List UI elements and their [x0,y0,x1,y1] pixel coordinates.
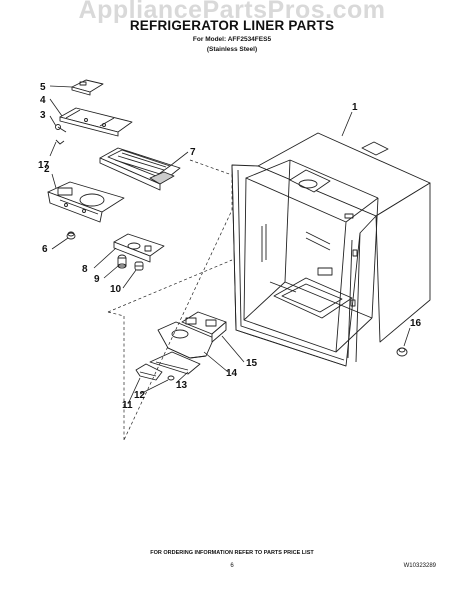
leader-lines [49,85,411,405]
part-16-screw [396,347,408,357]
part-15-bracket [181,311,227,343]
callout-14: 14 [226,368,238,379]
page-title: REFRIGERATOR LINER PARTS [129,18,335,33]
callout-11: 11 [122,400,133,411]
document-number: W10323289 [403,563,436,569]
liner-part-1 [231,132,431,367]
callout-7: 7 [190,147,196,158]
callout-6: 6 [42,244,48,255]
ordering-note: FOR ORDERING INFORMATION REFER TO PARTS … [150,550,314,556]
callout-4: 4 [40,95,46,106]
part-3-clip [55,124,67,133]
part-8-bracket [113,233,165,263]
callout-3: 3 [40,110,46,121]
callout-numbers: 1 2 3 4 5 6 7 8 9 10 11 12 13 14 15 16 1… [38,82,422,411]
callout-1: 1 [352,102,358,113]
callout-17: 17 [38,160,50,171]
part-2-housing [47,181,125,223]
callout-2: 2 [44,164,50,175]
part-17-hook [55,139,65,145]
part-9-connector [117,254,127,269]
part-5-bracket [71,79,104,96]
callout-10: 10 [110,284,122,295]
assembly-dashed-outline [123,159,233,441]
callout-13: 13 [176,380,188,391]
variant-label: (Stainless Steel) [206,46,258,53]
callout-12: 12 [134,390,146,401]
watermark: AppliancePartsPros.com [78,0,386,24]
part-10-fitting [134,261,144,271]
callout-8: 8 [82,264,88,275]
callout-5: 5 [40,82,46,93]
part-4-rail [59,107,133,137]
page-number: 6 [230,563,234,569]
callout-15: 15 [246,358,258,369]
part-12-washer [167,375,175,381]
model-label: For Model: AFF2534FES5 [192,36,272,43]
part-14-housing [157,321,215,359]
part-6-screw [66,231,76,240]
callout-9: 9 [94,274,100,285]
part-11-flap [135,363,163,381]
part-7-vent-cover [99,147,181,191]
callout-16: 16 [410,318,422,329]
